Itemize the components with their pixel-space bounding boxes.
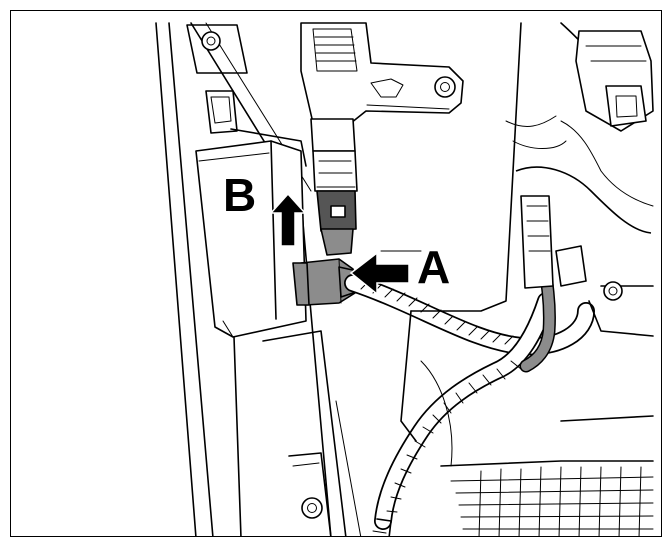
callout-b-label: B	[223, 169, 256, 221]
connector-removal-illustration: B A	[155, 22, 654, 536]
upper-bracket	[300, 22, 464, 124]
connector-stack	[310, 118, 358, 256]
lower-mounting-rail	[262, 330, 362, 536]
diagram-frame: B A	[10, 10, 662, 537]
control-module-housing	[195, 140, 307, 536]
arrow-b	[269, 192, 307, 247]
callout-a-label: A	[417, 241, 450, 293]
engine-bay-components	[380, 22, 654, 536]
wire-harness	[344, 239, 595, 536]
arrow-a	[349, 251, 410, 296]
